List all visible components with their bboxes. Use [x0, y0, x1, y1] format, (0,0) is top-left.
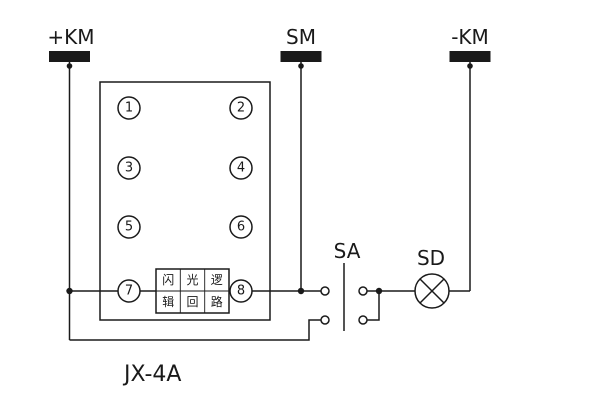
junction-dot-kmplus [66, 287, 73, 295]
terminal-km-minus: -KM [449, 25, 491, 291]
terminal-block-km-minus [449, 51, 491, 62]
relay-box: 1 2 3 4 5 6 7 8 [99, 81, 271, 387]
terminal-sm: SM [280, 25, 322, 291]
contact-circle-4 [229, 156, 253, 180]
relay-contact-4: 4 [229, 156, 253, 180]
relay-contact-5: 5 [117, 215, 141, 239]
switch-contact-lower-right [358, 315, 368, 325]
switch-contact-upper-right [358, 286, 368, 296]
switch-sa: SA [320, 239, 368, 331]
flash-logic-cell: 路 [211, 294, 223, 309]
lamp-cross-line-2 [419, 278, 445, 304]
contact-circle-2 [229, 96, 253, 120]
relay-contact-7: 7 [117, 279, 141, 303]
flash-logic-cell: 光 [186, 273, 198, 287]
contact-circle-6 [229, 215, 253, 239]
contact-number-2: 2 [237, 101, 245, 116]
contact-circle-3 [117, 156, 141, 180]
switch-contact-lower-left [320, 315, 330, 325]
terminal-km-plus: +KM [47, 25, 95, 340]
contact-circle-1 [117, 96, 141, 120]
contact-number-3: 3 [125, 161, 133, 176]
relay-contact-2: 2 [229, 96, 253, 120]
terminal-label-km-plus: +KM [47, 25, 94, 49]
relay-contact-6: 6 [229, 215, 253, 239]
terminal-label-km-minus: -KM [451, 25, 489, 49]
flash-logic-box: 闪 光 逻 辑 回 路 [155, 268, 230, 314]
flash-logic-cell: 回 [186, 295, 198, 309]
contact-number-8: 8 [237, 284, 245, 299]
contact-circle-5 [117, 215, 141, 239]
contact-number-4: 4 [237, 161, 245, 176]
contact-number-6: 6 [237, 220, 245, 235]
contact-number-5: 5 [125, 220, 133, 235]
junction-dot-sm [297, 287, 305, 295]
relay-contact-3: 3 [117, 156, 141, 180]
terminal-label-sm: SM [286, 25, 316, 49]
wire-lower-pole-branch [367, 291, 380, 321]
lamp-label: SD [417, 246, 445, 270]
wire-bottom-return [69, 319, 321, 341]
model-label: JX-4A [122, 362, 181, 387]
contact-number-7: 7 [125, 284, 133, 299]
terminal-block-sm [280, 51, 322, 62]
relay-contact-8: 8 [229, 279, 253, 303]
flash-logic-cell: 逻 [211, 273, 223, 287]
junction-dot-lamp-branch [375, 287, 383, 295]
flash-logic-cell: 辑 [162, 295, 174, 309]
switch-label: SA [334, 239, 361, 263]
relay-contact-1: 1 [117, 96, 141, 120]
flash-logic-cell: 闪 [162, 273, 174, 287]
lamp-sd: SD [414, 246, 450, 309]
terminal-block-km-plus [49, 51, 90, 62]
switch-contact-upper-left [320, 286, 330, 296]
contact-number-1: 1 [125, 101, 133, 116]
